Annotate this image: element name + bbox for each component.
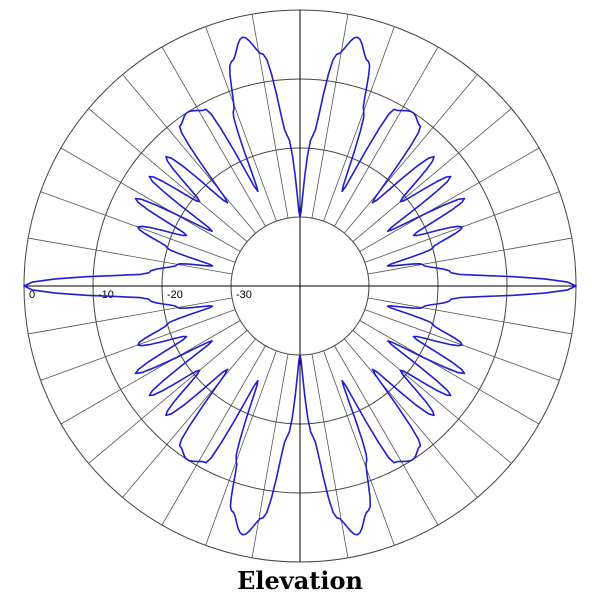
- angular-grid-line: [334, 46, 439, 227]
- angular-grid-line: [60, 320, 241, 425]
- chart-title: Elevation: [237, 566, 363, 595]
- angular-grid-line: [323, 350, 395, 546]
- angular-grid-line: [359, 320, 540, 425]
- angular-grid-line: [344, 74, 478, 234]
- angular-grid-line: [323, 26, 395, 222]
- angular-grid-line: [352, 330, 512, 464]
- angular-grid-line: [28, 297, 233, 335]
- radial-tick-labels: 0 -10 -20 -30: [29, 289, 252, 301]
- angular-grid-line: [251, 353, 289, 558]
- pattern-series-line: [23, 36, 577, 536]
- angular-grid-line: [205, 350, 277, 546]
- radial-tick-label: 0: [29, 289, 35, 301]
- angular-grid-line: [251, 14, 289, 219]
- angular-grid-line: [359, 147, 540, 252]
- angular-grid-line: [88, 108, 248, 242]
- angular-grid-line: [367, 297, 572, 335]
- angular-grid-line: [161, 345, 266, 526]
- angular-grid-line: [88, 330, 248, 464]
- angular-grid-line: [367, 237, 572, 275]
- angular-grid-line: [161, 46, 266, 227]
- angular-grid-line: [28, 237, 233, 275]
- angular-grid-line: [352, 108, 512, 242]
- series-group: [23, 36, 577, 536]
- angular-grid-line: [311, 353, 349, 558]
- angular-grid-line: [122, 74, 256, 234]
- angular-grid-line: [122, 338, 256, 498]
- radial-tick-label: -30: [236, 289, 252, 301]
- angular-grid-line: [344, 338, 478, 498]
- polar-axes: [24, 10, 576, 562]
- angular-grid-line: [311, 14, 349, 219]
- angular-grid-line: [334, 345, 439, 526]
- radial-tick-label: -20: [167, 289, 183, 301]
- angular-grid-line: [205, 26, 277, 222]
- angular-grid-line: [60, 147, 241, 252]
- radial-tick-label: -10: [98, 289, 114, 301]
